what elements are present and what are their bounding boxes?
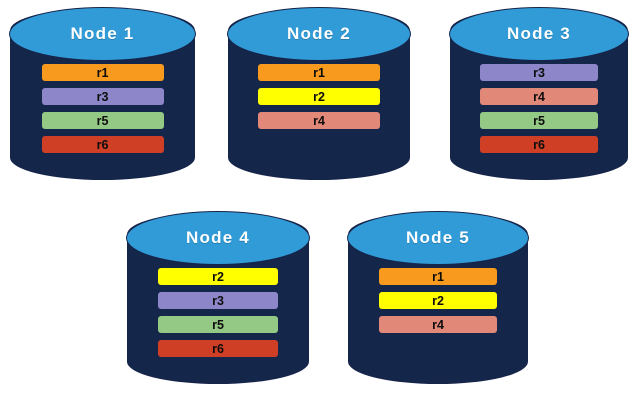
replica-bar-r2[interactable]: r2 [158,268,278,285]
replica-bar-r3[interactable]: r3 [41,88,164,105]
replica-bar-r4[interactable]: r4 [480,88,598,105]
replica-bar-r6[interactable]: r6 [480,136,598,153]
replica-bar-r5[interactable]: r5 [480,112,598,129]
cylinder-top-ellipse [448,6,629,61]
replica-bar-r4[interactable]: r4 [379,316,497,333]
replica-bar-r2[interactable]: r2 [258,88,380,105]
cylinder-top-ellipse [346,210,529,265]
replica-list: r1 r3 r5 r6 [10,64,195,160]
replica-list: r1 r2 r4 [348,268,528,340]
replica-list: r1 r2 r4 [228,64,410,136]
replica-bar-r6[interactable]: r6 [158,340,278,357]
replica-bar-r5[interactable]: r5 [158,316,278,333]
replica-bar-r3[interactable]: r3 [480,64,598,81]
cylinder-top-ellipse [125,210,310,265]
replica-bar-r5[interactable]: r5 [41,112,164,129]
replica-bar-r6[interactable]: r6 [41,136,164,153]
replica-list: r2 r3 r5 r6 [127,268,309,364]
replica-bar-r3[interactable]: r3 [158,292,278,309]
replica-list: r3 r4 r5 r6 [450,64,628,160]
replica-bar-r1[interactable]: r1 [379,268,497,285]
replica-bar-r1[interactable]: r1 [41,64,164,81]
replica-bar-r4[interactable]: r4 [258,112,380,129]
cylinder-top-ellipse [226,6,411,61]
cylinder-top-ellipse [8,6,196,61]
replica-bar-r2[interactable]: r2 [379,292,497,309]
replica-bar-r1[interactable]: r1 [258,64,380,81]
